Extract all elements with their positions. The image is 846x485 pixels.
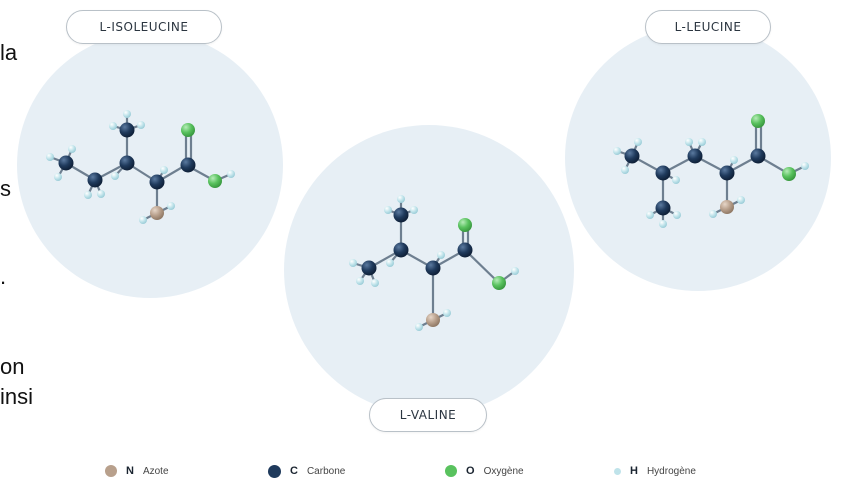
edge-text-4: on: [0, 354, 25, 379]
hydrogen-atom: [384, 206, 392, 214]
oxygen-atom: [782, 167, 796, 181]
hydrogen-atom: [137, 121, 145, 129]
carbon-atom: [457, 242, 473, 258]
oxygen-atom: [181, 123, 195, 137]
legend-symbol: C: [290, 465, 298, 477]
legend: N Azote C Carbone O Oxygène H Hydrogène: [0, 461, 846, 481]
hydrogen-atom: [511, 267, 519, 275]
carbon-atom: [149, 174, 165, 190]
label-leucine: L-LEUCINE: [645, 10, 771, 44]
hydrogen-atom: [673, 211, 681, 219]
nitrogen-atom: [720, 200, 734, 214]
hydrogen-atom: [659, 220, 667, 228]
carbon-atom: [719, 165, 735, 181]
hydrogen-atom: [109, 122, 117, 130]
carbon-atom: [624, 148, 640, 164]
carbon-atom: [361, 260, 377, 276]
label-valine: L-VALINE: [369, 398, 487, 432]
edge-text-5: insi: [0, 384, 34, 409]
legend-name: Azote: [142, 465, 169, 477]
hydrogen-atom: [97, 190, 105, 198]
carbon-atom: [119, 122, 135, 138]
hydrogen-atom: [621, 166, 629, 174]
hydrogen-atom: [139, 216, 147, 224]
circle-isoleucine: [17, 32, 283, 298]
hydrogen-atom: [634, 138, 642, 146]
carbon-atom: [87, 172, 103, 188]
legend-symbol: H: [630, 465, 638, 477]
hydrogen-atom: [46, 153, 54, 161]
nitrogen-atom: [426, 313, 440, 327]
carbon-swatch-icon: [268, 464, 281, 478]
hydrogen-atom: [613, 147, 621, 155]
oxygen-atom: [208, 174, 222, 188]
hydrogen-atom: [698, 138, 706, 146]
oxygen-atom: [492, 276, 506, 290]
legend-name: Carbone: [306, 465, 346, 477]
carbon-atom: [180, 157, 196, 173]
edge-text-2: s: [0, 176, 11, 201]
edge-text-3: .: [0, 264, 7, 289]
hydrogen-atom: [68, 145, 76, 153]
legend-item-oxygen: O Oxygène: [445, 461, 524, 481]
hydrogen-atom: [227, 170, 235, 178]
hydrogen-swatch-icon: [614, 467, 621, 475]
carbon-atom: [393, 207, 409, 223]
hydrogen-atom: [437, 251, 445, 259]
hydrogen-atom: [410, 206, 418, 214]
carbon-atom: [687, 148, 703, 164]
hydrogen-atom: [443, 309, 451, 317]
label-isoleucine: L-ISOLEUCINE: [66, 10, 222, 44]
legend-symbol: N: [126, 465, 134, 477]
carbon-atom: [425, 260, 441, 276]
carbon-atom: [750, 148, 766, 164]
hydrogen-atom: [646, 211, 654, 219]
atoms-leucine: [613, 114, 809, 228]
hydrogen-atom: [167, 202, 175, 210]
carbon-atom: [119, 155, 135, 171]
hydrogen-atom: [709, 210, 717, 218]
hydrogen-atom: [349, 259, 357, 267]
hydrogen-atom: [160, 166, 168, 174]
legend-item-hydrogen: H Hydrogène: [614, 461, 696, 481]
atoms-isoleucine: [46, 110, 235, 224]
hydrogen-atom: [84, 191, 92, 199]
hydrogen-atom: [371, 279, 379, 287]
carbon-atom: [655, 165, 671, 181]
oxygen-atom: [458, 218, 472, 232]
hydrogen-atom: [737, 196, 745, 204]
hydrogen-atom: [730, 156, 738, 164]
legend-item-carbon: C Carbone: [268, 461, 345, 481]
hydrogen-atom: [386, 259, 394, 267]
carbon-atom: [393, 242, 409, 258]
hydrogen-atom: [54, 173, 62, 181]
atoms-valine: [349, 195, 519, 331]
legend-item-nitrogen: N Azote: [105, 461, 169, 481]
carbon-atom: [655, 200, 671, 216]
oxygen-swatch-icon: [445, 465, 457, 477]
hydrogen-atom: [356, 277, 364, 285]
legend-symbol: O: [466, 465, 475, 477]
hydrogen-atom: [397, 195, 405, 203]
hydrogen-atom: [801, 162, 809, 170]
molecule-diagram: [17, 25, 831, 415]
hydrogen-atom: [111, 172, 119, 180]
edge-text-1: la: [0, 40, 18, 65]
hydrogen-atom: [672, 176, 680, 184]
nitrogen-atom: [150, 206, 164, 220]
legend-name: Oxygène: [483, 465, 524, 477]
legend-name: Hydrogène: [646, 465, 696, 477]
hydrogen-atom: [685, 138, 693, 146]
oxygen-atom: [751, 114, 765, 128]
nitrogen-swatch-icon: [105, 465, 117, 477]
hydrogen-atom: [123, 110, 131, 118]
hydrogen-atom: [415, 323, 423, 331]
carbon-atom: [58, 155, 74, 171]
